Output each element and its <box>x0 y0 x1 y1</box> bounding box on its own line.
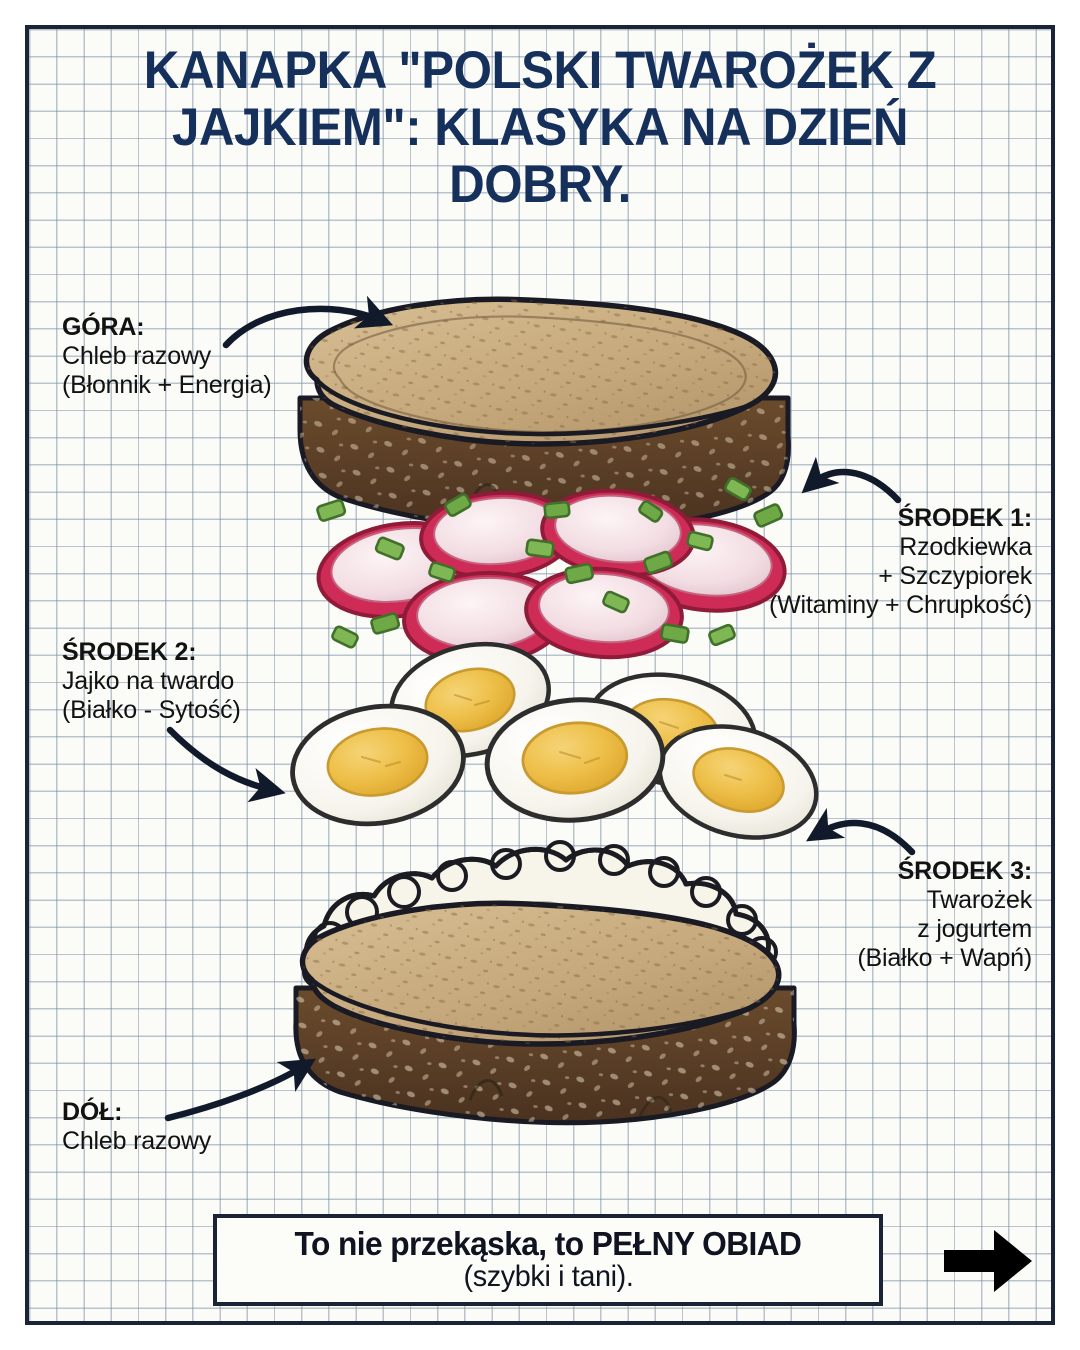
callout-line: Twarożek <box>926 886 1033 914</box>
callout-line: z jogurtem <box>917 915 1032 943</box>
callout-heading: ŚRODEK 2: <box>62 638 197 666</box>
callout-line: (Błonnik + Energia) <box>62 371 272 399</box>
page-title: KANAPKA "POLSKI TWAROŻEK Z JAJKIEM": KLA… <box>143 41 937 215</box>
callout-label-mid2: ŚRODEK 2: Jajko na twardo (Białko - Syto… <box>62 638 241 725</box>
callout-label-mid1: ŚRODEK 1: Rzodkiewka + Szczypiorek (Wita… <box>769 504 1032 620</box>
radish-and-chive-layer <box>316 477 787 666</box>
boiled-egg-slices-layer <box>290 641 819 840</box>
callout-heading: ŚRODEK 1: <box>897 504 1033 532</box>
callout-label-mid3: ŚRODEK 3: Twarożek z jogurtem (Białko + … <box>857 857 1032 973</box>
caption-box: To nie przekąska, to PEŁNY OBIAD (szybki… <box>213 1214 883 1306</box>
callout-line: (Białko - Sytość) <box>62 696 241 724</box>
callout-heading: GÓRA: <box>62 313 145 341</box>
callout-label-bottom: DÓŁ: Chleb razowy <box>62 1098 211 1156</box>
callout-heading: DÓŁ: <box>62 1098 123 1126</box>
callout-label-top: GÓRA: Chleb razowy (Błonnik + Energia) <box>62 313 272 400</box>
top-bread-slice <box>297 296 791 534</box>
bottom-bread-slice <box>293 900 797 1126</box>
caption-line-primary: To nie przekąska, to PEŁNY OBIAD <box>294 1225 802 1263</box>
arrow-right-icon <box>944 1230 1032 1292</box>
callout-line: Jajko na twardo <box>62 667 235 695</box>
callout-line: Chleb razowy <box>62 342 212 370</box>
caption-line-secondary: (szybki i tani). <box>463 1260 633 1294</box>
callout-heading: ŚRODEK 3: <box>897 857 1033 885</box>
callout-line: Chleb razowy <box>62 1127 212 1155</box>
callout-line: Rzodkiewka <box>899 533 1032 561</box>
callout-line: + Szczypiorek <box>878 562 1032 590</box>
callout-line: (Białko + Wapń) <box>857 944 1032 972</box>
callout-line: (Witaminy + Chrupkość) <box>768 591 1032 619</box>
